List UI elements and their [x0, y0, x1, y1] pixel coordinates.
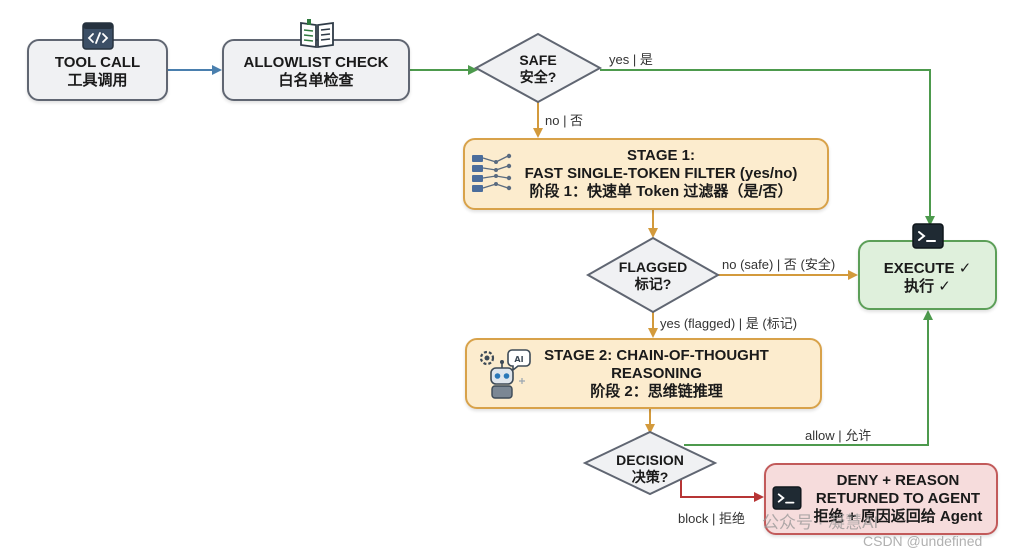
flagged-title: FLAGGED [618, 259, 688, 275]
stage1-line1: STAGE 1: [626, 147, 696, 164]
allowlist-subtitle: 白名单检查 [278, 72, 354, 89]
flagged-subtitle: 标记? [634, 276, 672, 292]
flagged-diamond [585, 236, 721, 314]
flagged-label: FLAGGED 标记? [603, 259, 703, 293]
safe-yes-label: yes | 是 [609, 52, 653, 67]
watermark-csdn: CSDN @undefined [863, 533, 983, 549]
svg-text:AI: AI [514, 355, 523, 364]
safe-subtitle: 安全? [519, 69, 557, 85]
ai-robot-icon: AI [479, 349, 531, 399]
allowlist-check-node: ALLOWLIST CHECK 白名单检查 [222, 39, 410, 101]
tool-call-node: TOOL CALL 工具调用 [27, 39, 168, 101]
safe-diamond [473, 32, 603, 104]
stage1-node: STAGE 1: FAST SINGLE-TOKEN FILTER (yes/n… [463, 138, 829, 210]
allowlist-title: ALLOWLIST CHECK [243, 54, 389, 71]
stage1-line3: 阶段 1：快速单 Token 过滤器（是/否） [529, 183, 793, 200]
edge-decision-execute [684, 310, 933, 446]
terminal-icon [912, 223, 944, 249]
allow-label: allow | 允许 [805, 428, 872, 443]
tool-call-subtitle: 工具调用 [67, 72, 128, 89]
stage2-line3: 阶段 2：思维链推理 [590, 382, 723, 400]
filter-network-icon [472, 153, 512, 192]
book-list-icon [300, 19, 334, 49]
watermark-account: 公众号 · 凝慧AI [762, 513, 879, 532]
safe-no-label: no | 否 [545, 113, 584, 128]
decision-label: DECISION 决策? [600, 452, 700, 486]
execute-title: EXECUTE ✓ [883, 260, 972, 277]
edge-decision-deny [680, 480, 764, 502]
terminal-icon [772, 486, 802, 510]
stage1-line2: FAST SINGLE-TOKEN FILTER (yes/no) [524, 165, 798, 182]
decision-subtitle: 决策? [631, 469, 669, 485]
flagged-no-label: no (safe) | 否 (安全) [722, 257, 836, 272]
execute-subtitle: 执行 ✓ [904, 278, 951, 295]
stage2-line1: STAGE 2: CHAIN-OF-THOUGHT [544, 346, 769, 364]
flagged-yes-label: yes (flagged) | 是 (标记) [660, 316, 798, 331]
deny-line1: DENY + REASON [836, 472, 960, 489]
deny-node: DENY + REASON RETURNED TO AGENT 拒绝 + 原因返… [764, 463, 998, 535]
code-icon [82, 22, 114, 50]
execute-node: EXECUTE ✓ 执行 ✓ [858, 240, 997, 310]
decision-diamond [582, 430, 718, 496]
safe-label: SAFE 安全? [488, 52, 588, 86]
decision-title: DECISION [616, 452, 684, 468]
stage2-line2: REASONING [611, 364, 702, 382]
deny-line2: RETURNED TO AGENT [815, 490, 981, 507]
deny-line3: 拒绝 + 原因返回给 Agent [813, 508, 983, 525]
block-label: block | 拒绝 [678, 511, 745, 526]
safe-title: SAFE [519, 52, 557, 68]
tool-call-title: TOOL CALL [54, 54, 141, 71]
edge-safe-execute [600, 69, 935, 226]
